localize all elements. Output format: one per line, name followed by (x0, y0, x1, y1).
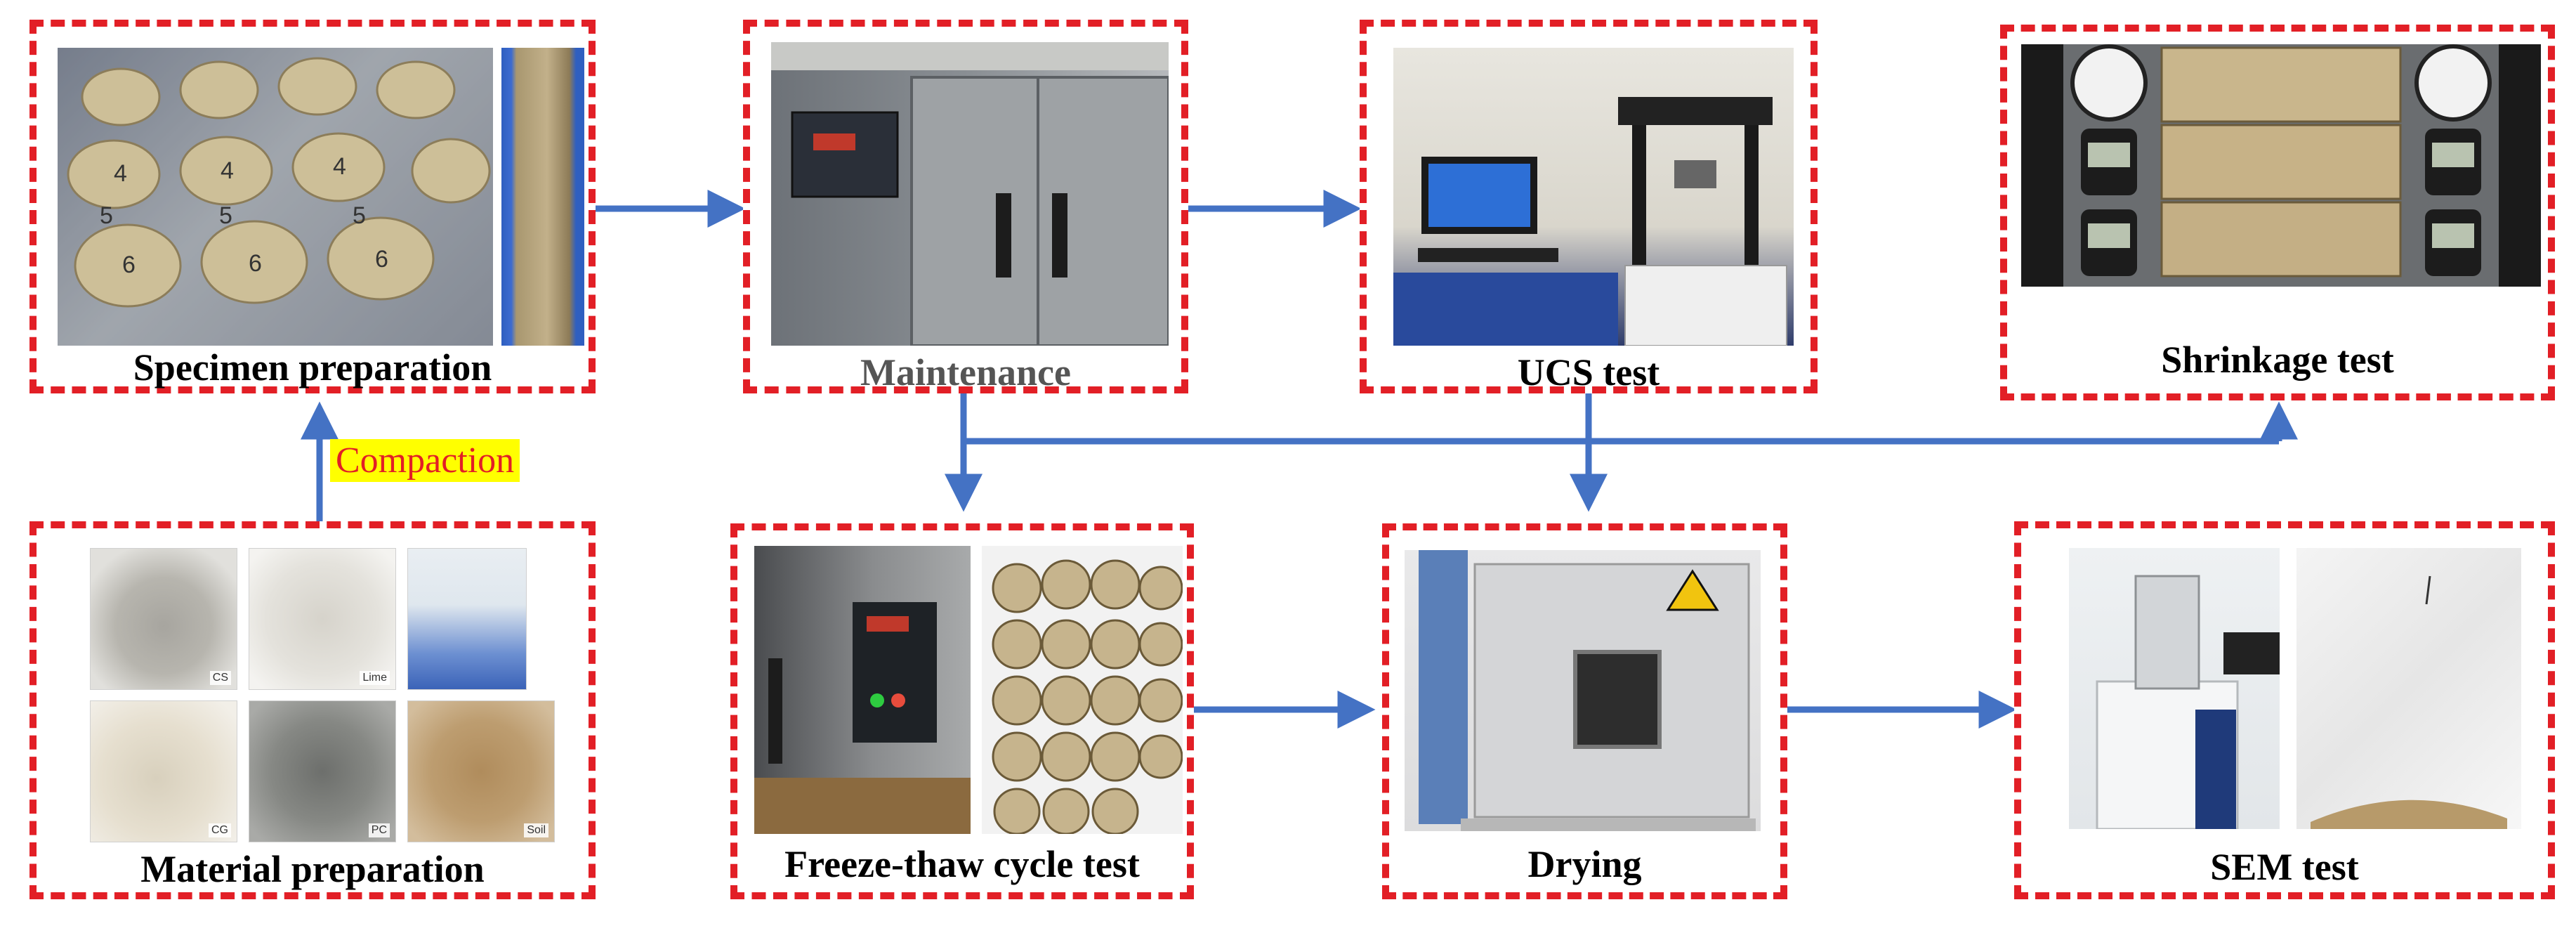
specimen-number: 6 (375, 246, 388, 273)
freeze-thaw-chamber-illustration (754, 602, 971, 834)
curing-cabinet-photo (771, 42, 1169, 346)
step-specimen-preparation: 4 4 4 5 5 5 6 6 6 Specimen preparation (29, 20, 596, 393)
specimen-number: 5 (219, 202, 232, 229)
material-tag: PC (368, 823, 390, 837)
material-cg-photo: CG (90, 700, 237, 842)
specimen-beam-photo (501, 48, 584, 346)
freeze-thaw-specimens-illustration (992, 559, 1183, 834)
material-tag: CG (209, 823, 231, 837)
label-shrinkage-test: Shrinkage test (2161, 339, 2394, 381)
material-tag: Soil (524, 823, 548, 837)
drying-oven-illustration (1419, 550, 1756, 831)
material-pc-photo: PC (249, 700, 396, 842)
drying-oven-photo (1405, 550, 1761, 831)
material-water-photo (407, 548, 527, 690)
sem-sample-bag-photo (2296, 548, 2521, 829)
shrinkage-apparatus-illustration (2021, 44, 2541, 287)
specimen-number: 4 (221, 157, 234, 184)
step-material-preparation: CS Lime CG PC Soil Material preparation (29, 521, 596, 899)
ucs-machine-illustration (1393, 97, 1787, 346)
label-drying: Drying (1527, 843, 1642, 885)
label-sem-test: SEM test (2210, 846, 2359, 888)
curing-cabinet-illustration (771, 42, 1169, 346)
label-freeze-thaw: Freeze-thaw cycle test (784, 843, 1140, 885)
specimen-number: 6 (249, 250, 262, 277)
step-maintenance: Maintenance (743, 20, 1188, 393)
material-lime-photo: Lime (249, 548, 396, 690)
compaction-label: Compaction (330, 439, 520, 483)
step-ucs-test: UCS test (1360, 20, 1818, 393)
sem-machine-photo (2069, 548, 2280, 829)
material-soil-photo: Soil (407, 700, 555, 842)
specimen-cylinders-illustration: 4 4 4 5 5 5 6 6 6 (58, 48, 493, 346)
specimen-number: 4 (114, 160, 127, 187)
material-tag: CS (209, 671, 231, 685)
specimen-grid-photo: 4 4 4 5 5 5 6 6 6 (58, 48, 493, 346)
freeze-thaw-specimens-photo (982, 546, 1183, 834)
material-cs-photo: CS (90, 548, 237, 690)
freeze-thaw-chamber-photo (754, 546, 971, 834)
label-specimen-preparation: Specimen preparation (133, 346, 492, 389)
specimen-number: 4 (333, 153, 346, 180)
specimen-number: 6 (122, 252, 136, 278)
specimen-number: 5 (100, 202, 113, 229)
label-material-preparation: Material preparation (140, 848, 485, 890)
step-drying: Drying (1382, 523, 1787, 899)
label-ucs-test: UCS test (1517, 351, 1660, 393)
sem-sample-bag-illustration (2311, 575, 2507, 829)
sem-machine-illustration (2096, 575, 2280, 829)
label-maintenance: Maintenance (860, 351, 1071, 393)
ucs-machine-photo (1393, 48, 1794, 346)
shrinkage-apparatus-photo (2021, 44, 2541, 287)
step-shrinkage-test: Shrinkage test (2000, 25, 2555, 400)
step-freeze-thaw: Freeze-thaw cycle test (730, 523, 1194, 899)
specimen-number: 5 (353, 202, 366, 229)
step-sem-test: SEM test (2014, 521, 2555, 899)
material-tag: Lime (360, 671, 390, 685)
